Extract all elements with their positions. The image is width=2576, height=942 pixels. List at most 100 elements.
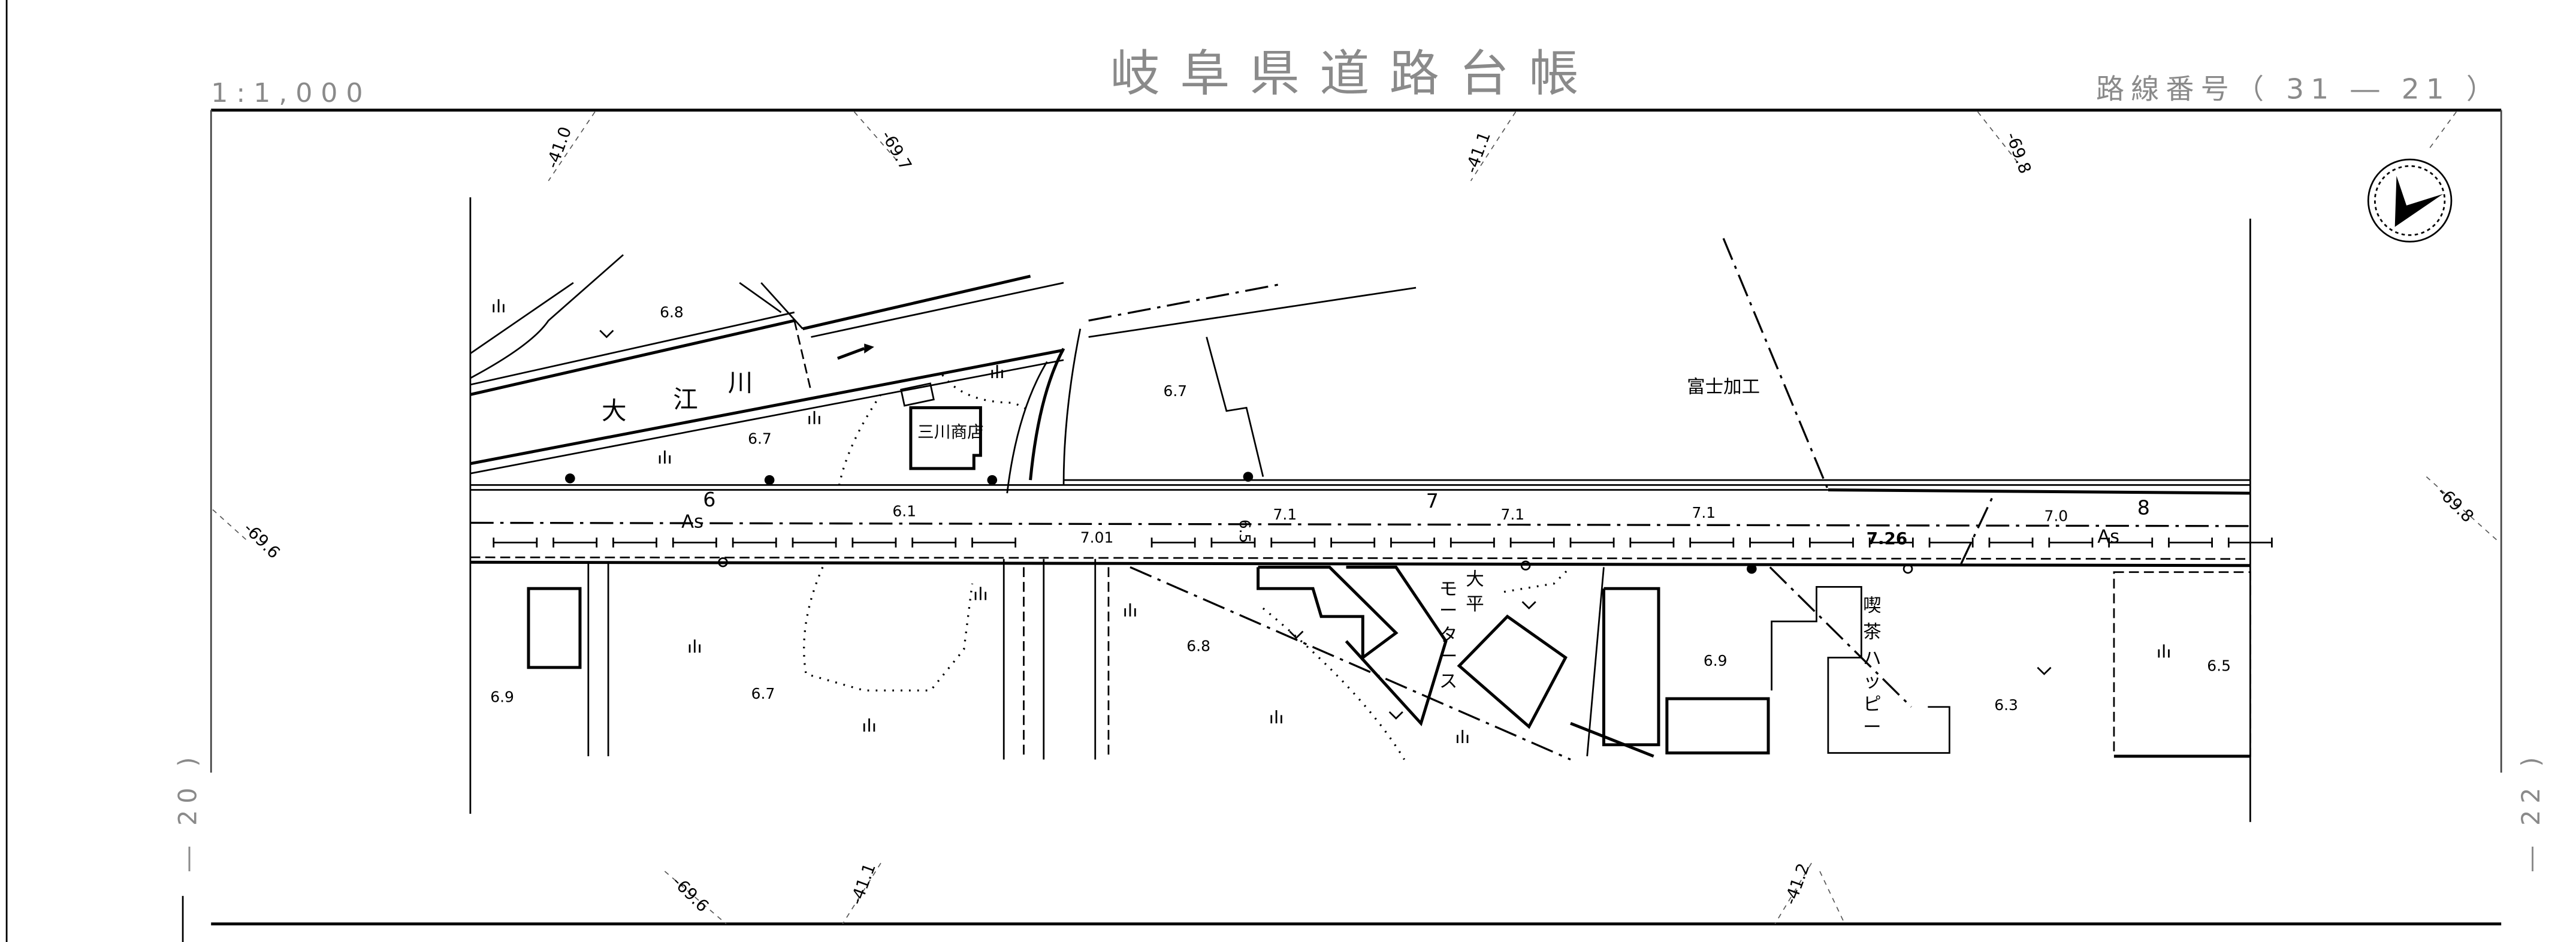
- lane-marker: [1928, 538, 1974, 548]
- north-arrow-icon: [2367, 158, 2453, 243]
- lane-marker: [1988, 538, 2034, 548]
- grass-symbol-icon: [1457, 730, 1469, 744]
- spot-height: 6.3: [1994, 696, 2018, 714]
- grid-label: -69.7: [877, 127, 916, 174]
- lane-marker: [1689, 538, 1735, 548]
- route-number: 路線番号（ 31 ― 21 ）: [2096, 73, 2501, 106]
- map-frame: [182, 108, 2502, 942]
- lane-marker: [1270, 538, 1316, 548]
- left-sheet-ref: ― 20 ): [173, 751, 202, 872]
- motors-name-char: ー: [1439, 600, 1457, 621]
- grass-symbol-icon: [863, 718, 875, 732]
- field-symbol-icon: [2037, 666, 2052, 675]
- lane-marker: [1449, 538, 1495, 548]
- grass-symbol-icon: [1270, 710, 1282, 724]
- river: [470, 254, 1064, 475]
- road-features: [565, 472, 1913, 574]
- road-elevation: 7.0: [2044, 508, 2068, 525]
- cafe-name-char: ピ: [1863, 694, 1881, 715]
- cafe-name-char: ー: [1863, 717, 1881, 738]
- river-name-char: 川: [728, 369, 753, 397]
- right-sheet-ref: ― 22 ): [2517, 751, 2545, 872]
- lane-marker: [1629, 538, 1675, 548]
- spot-height: 6.8: [1186, 638, 1210, 655]
- cafe-name-char: ハ: [1863, 648, 1881, 669]
- road: [470, 479, 2251, 760]
- surface-type: As: [2097, 526, 2119, 547]
- lane-marker: [1569, 538, 1615, 548]
- grid-label: -69.8: [2002, 129, 2036, 176]
- lane-marker: [1390, 538, 1435, 548]
- motors-name-char: 平: [1466, 594, 1484, 615]
- lane-marker: [1749, 538, 1795, 548]
- grid-label: -41.2: [1780, 861, 1814, 907]
- road-elevation: 7.01: [1080, 529, 1114, 546]
- surface-type: As: [681, 512, 703, 533]
- lane-marker: [2168, 538, 2213, 548]
- road-lane-markers: [493, 538, 2273, 548]
- spot-height: 6.7: [748, 430, 772, 448]
- lane-marker: [792, 538, 837, 548]
- motors-name-char: タ: [1439, 625, 1457, 646]
- vegetation-symbols: [493, 299, 2170, 744]
- map-title: 岐阜県道路台帳: [1110, 44, 1599, 102]
- grass-symbol-icon: [659, 450, 671, 464]
- lane-marker: [1330, 538, 1376, 548]
- grass-symbol-icon: [808, 410, 820, 424]
- grass-symbol-icon: [1124, 603, 1136, 617]
- factory-name: 富士加工: [1687, 377, 1760, 398]
- lane-marker: [2227, 538, 2273, 548]
- lane-marker: [1509, 538, 1555, 548]
- road-elevation: 7.1: [1692, 504, 1716, 521]
- road-elevation: 7.26: [1867, 529, 1907, 548]
- lane-marker: [851, 538, 897, 548]
- grid-label: -69.6: [240, 518, 284, 562]
- grass-symbol-icon: [688, 639, 701, 653]
- shop-name: 三川商店: [917, 422, 984, 442]
- field-symbol-icon: [1521, 601, 1536, 610]
- lane-marker: [2108, 538, 2154, 548]
- grass-symbol-icon: [493, 299, 505, 313]
- lane-marker: [911, 538, 957, 548]
- station-number: 6: [703, 488, 715, 511]
- shop-building: [909, 406, 982, 470]
- lane-marker: [672, 538, 717, 548]
- lane-marker: [1868, 538, 1914, 548]
- road-elevation: 7.1: [1501, 506, 1525, 523]
- grid-label: -41.1: [846, 861, 880, 907]
- scale-label: 1:1,000: [211, 78, 371, 108]
- buildings-south: [527, 564, 2251, 760]
- grass-symbol-icon: [2158, 644, 2170, 658]
- property-lines-north: [838, 238, 2251, 495]
- grass-symbol-icon: [974, 587, 987, 600]
- field-symbol-icon: [1388, 711, 1403, 720]
- water-channel: [1002, 328, 1110, 760]
- spot-height: 6.8: [660, 304, 684, 321]
- grid-ticks: [212, 111, 2500, 925]
- grid-label: -69.8: [2433, 482, 2478, 526]
- station-number: 8: [2137, 496, 2150, 520]
- spot-height: 6.9: [490, 689, 514, 706]
- road-elevation: 6.1: [892, 503, 916, 520]
- lane-marker: [612, 538, 657, 548]
- lane-marker: [552, 538, 598, 548]
- field-symbol-icon: [599, 330, 614, 339]
- spot-height: 6.5: [2207, 657, 2231, 674]
- lane-marker: [2048, 538, 2094, 548]
- spot-height: 6.7: [751, 685, 775, 702]
- lane-marker: [732, 538, 777, 548]
- lane-marker: [1150, 538, 1196, 548]
- road-elevation: 7.1: [1273, 506, 1297, 523]
- grid-label: -41.1: [1461, 129, 1494, 176]
- station-number: 7: [1426, 490, 1439, 513]
- lane-marker: [1809, 538, 1854, 548]
- field-symbol-icon: [1289, 630, 1304, 639]
- motors-name-char: モ: [1439, 579, 1457, 600]
- lane-marker: [971, 538, 1017, 548]
- road-elevation: 6.5: [1236, 520, 1254, 543]
- river-name-char: 江: [673, 385, 698, 414]
- lane-marker: [1210, 538, 1256, 548]
- cafe-name-char: 喫: [1863, 596, 1881, 617]
- grass-symbol-icon: [991, 365, 1003, 378]
